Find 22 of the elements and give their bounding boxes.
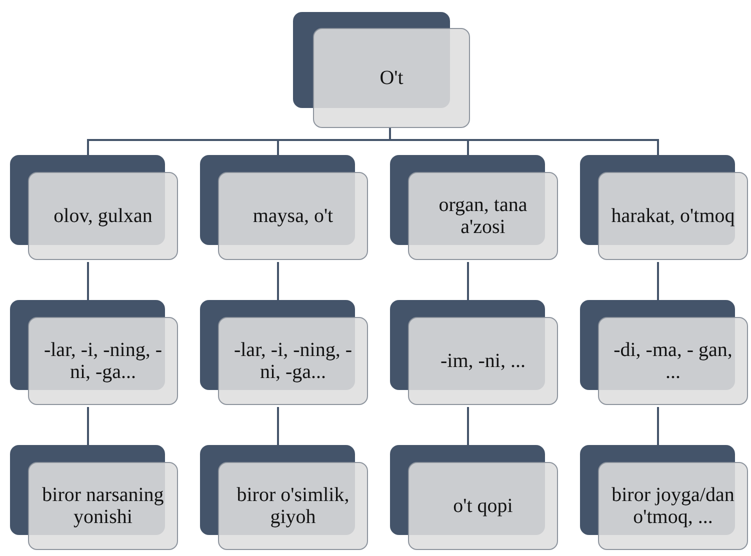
connector-line bbox=[467, 407, 469, 445]
connector-line bbox=[389, 128, 659, 155]
node-text: biror o'simlik, giyoh bbox=[236, 484, 350, 528]
node-text: organ, tana a'zosi bbox=[438, 194, 528, 238]
connector-line bbox=[87, 407, 89, 445]
node-text: -lar, -i, -ning, -ni, -ga... bbox=[232, 338, 354, 384]
node-text: harakat, o'tmoq bbox=[611, 204, 735, 228]
node-text: O't bbox=[380, 66, 404, 90]
node-text: -im, -ni, ... bbox=[440, 350, 526, 372]
node-text: biror joyga/dan o'tmoq, ... bbox=[610, 484, 736, 528]
connector-line bbox=[277, 407, 279, 445]
node-text: -di, -ma, - gan, ... bbox=[612, 338, 734, 384]
node-text: o't qopi bbox=[453, 494, 513, 518]
node-text: biror narsaning yonishi bbox=[41, 484, 165, 528]
connector-line bbox=[87, 262, 89, 300]
connector-line bbox=[657, 262, 659, 300]
node-text: olov, gulxan bbox=[54, 204, 152, 228]
node-text: -lar, -i, -ning, -ni, -ga... bbox=[42, 338, 164, 384]
connector-line bbox=[277, 262, 279, 300]
connector-line bbox=[467, 262, 469, 300]
node-text: maysa, o't bbox=[252, 204, 334, 228]
connector-line bbox=[657, 407, 659, 445]
